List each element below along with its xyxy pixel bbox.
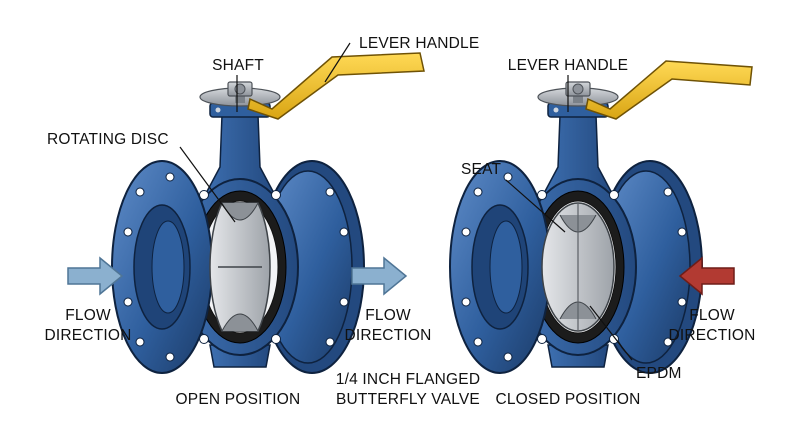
closed-position-caption: CLOSED POSITION xyxy=(495,391,640,408)
epdm-leader xyxy=(589,305,633,361)
valve-closed xyxy=(449,60,753,374)
title-line2: BUTTERFLY VALVE xyxy=(336,391,480,408)
seat-leader xyxy=(505,179,566,233)
flow-blocked-label-line1: FLOW xyxy=(689,307,735,324)
flow-in-label-line2: DIRECTION xyxy=(44,327,131,344)
title-line1: 1/4 INCH FLANGED xyxy=(336,371,480,388)
flow-blocked-arrow-icon xyxy=(678,256,735,296)
disc-leader xyxy=(179,146,236,223)
closed-disc-icon xyxy=(541,202,615,332)
lever-handle-label: LEVER HANDLE xyxy=(359,35,479,52)
flow-blocked-label-line2: DIRECTION xyxy=(668,327,755,344)
rotating-disc-label: ROTATING DISC xyxy=(47,131,169,148)
seat-label: SEAT xyxy=(461,161,501,178)
flow-out-arrow-icon xyxy=(351,256,408,296)
lever-handle-label-right: LEVER HANDLE xyxy=(508,57,628,74)
flow-in-arrow-icon xyxy=(67,256,124,296)
shaft-label: SHAFT xyxy=(212,57,264,74)
epdm-label: EPDM xyxy=(636,365,682,382)
rotating-disc-icon xyxy=(209,202,271,332)
flow-in-label-line1: FLOW xyxy=(65,307,111,324)
lever-handle-icon xyxy=(227,52,425,120)
flow-out-label-line2: DIRECTION xyxy=(344,327,431,344)
lever-handle-icon xyxy=(565,60,753,120)
valve-open xyxy=(111,52,425,374)
lever-left-leader xyxy=(324,42,351,83)
open-position-caption: OPEN POSITION xyxy=(176,391,301,408)
flow-out-label-line1: FLOW xyxy=(365,307,411,324)
leader-lines xyxy=(179,42,633,361)
